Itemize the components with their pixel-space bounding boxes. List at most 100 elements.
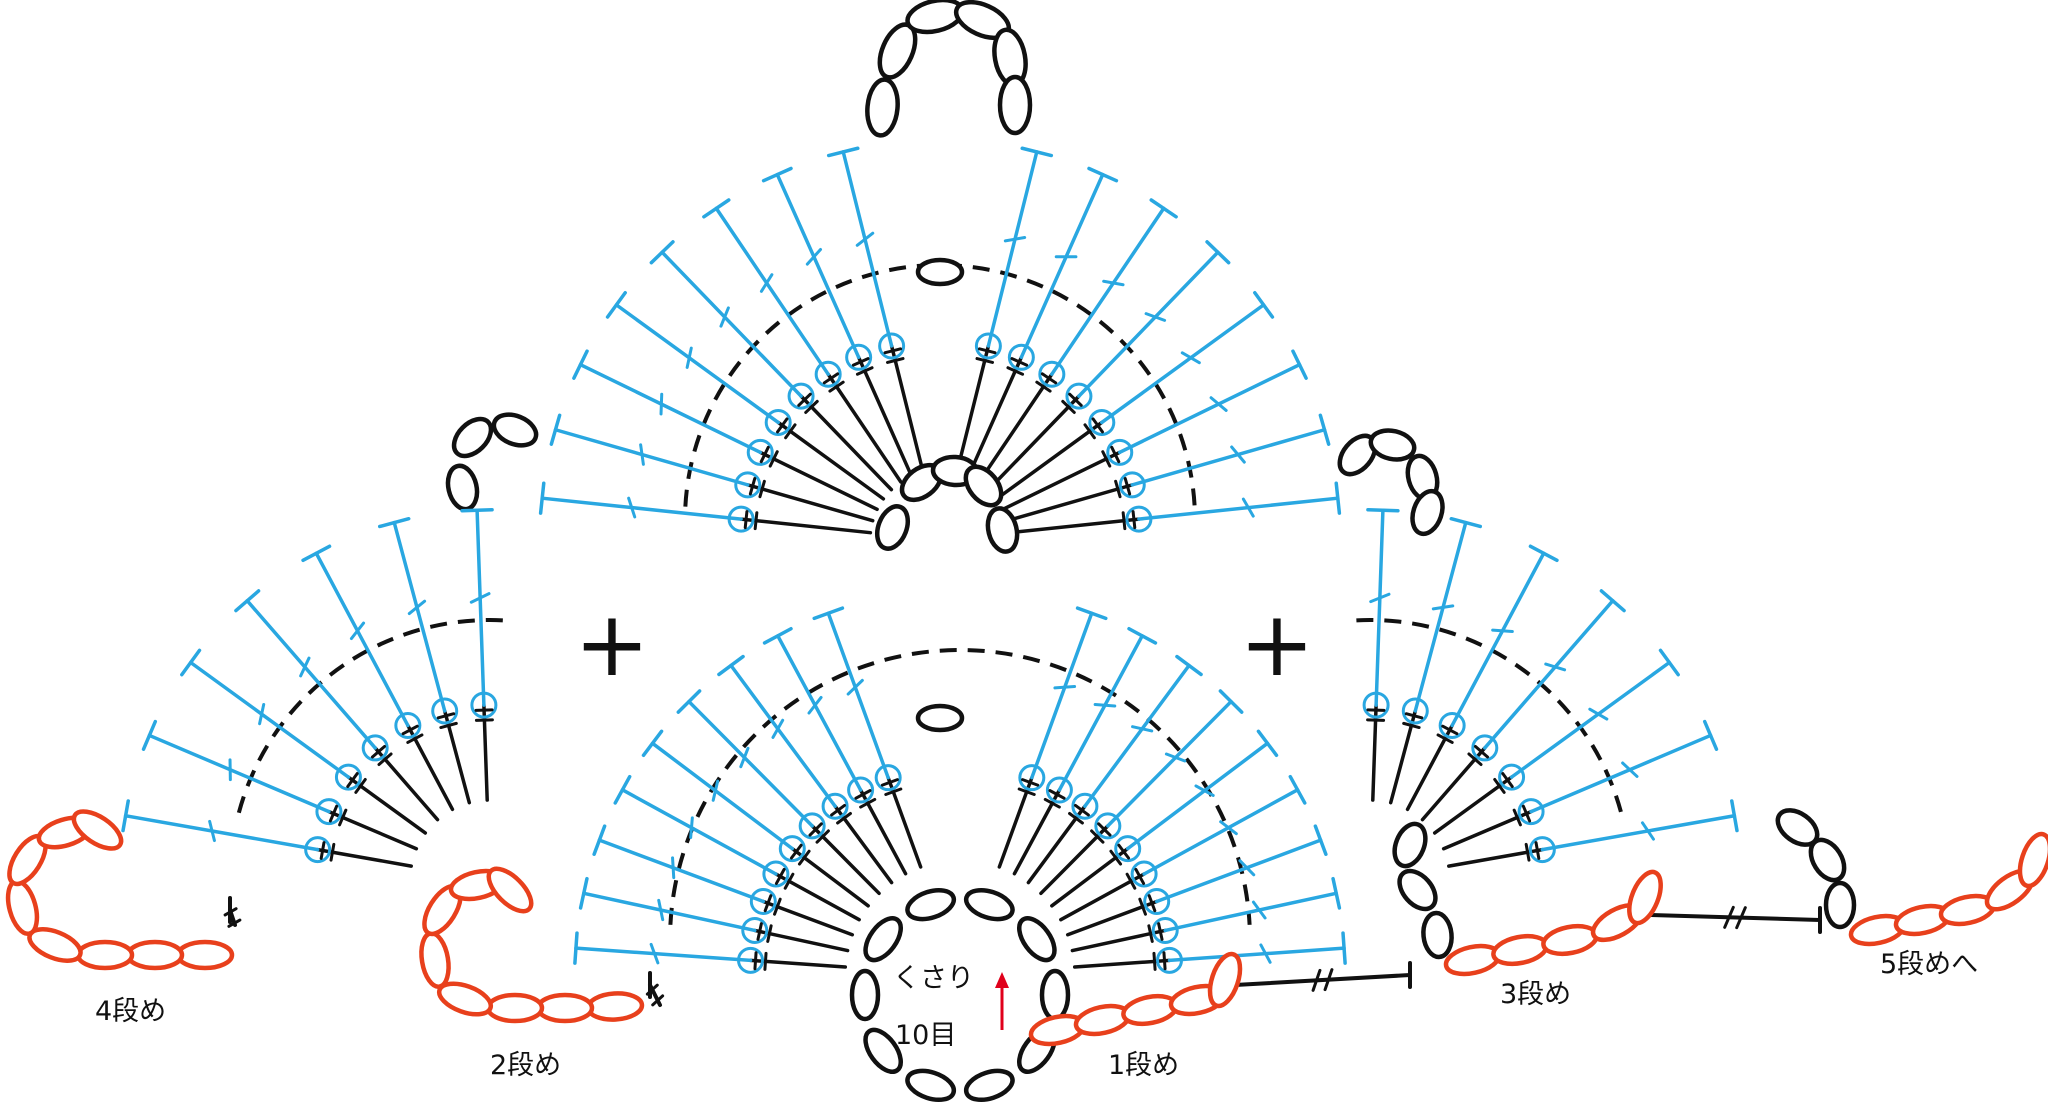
chain-stitch-398 xyxy=(1491,933,1549,967)
stitch-topbar-35 xyxy=(613,774,632,805)
stitch-slash-169 xyxy=(685,346,693,369)
stitch-tick-270 xyxy=(319,841,326,860)
stitch-line-181 xyxy=(714,206,830,376)
stitch-tick-242 xyxy=(1110,445,1121,464)
stitch-tick-248 xyxy=(1114,479,1122,499)
stitch-tick-24 xyxy=(766,924,773,943)
stitch-ring-335 xyxy=(1438,711,1466,739)
chain-stitch-377 xyxy=(1073,1003,1132,1037)
stitch-ring-310 xyxy=(470,691,498,719)
stitch-line-83 xyxy=(1057,634,1144,792)
stitch-tick-290 xyxy=(377,752,393,766)
stitch-topbar-326 xyxy=(1449,516,1483,529)
stitch-tick-151 xyxy=(743,510,749,530)
stitch-ring-107 xyxy=(1114,835,1142,863)
stitch-ring-177 xyxy=(787,382,815,410)
stitch-tick-343 xyxy=(1467,752,1483,766)
chain-stitch-375 xyxy=(1823,880,1857,930)
stitch-tick-67 xyxy=(854,789,872,800)
start-arrow xyxy=(995,972,1009,1030)
chain-stitch-144 xyxy=(985,506,1020,554)
stitch-ring-219 xyxy=(1038,360,1066,388)
stitch-ring-16 xyxy=(737,946,765,974)
chain-stitch-391 xyxy=(75,939,135,971)
stitch-topbar-28 xyxy=(592,824,607,856)
stitch-line-187 xyxy=(856,355,914,478)
stitch-tick-364 xyxy=(1524,842,1531,862)
stitch-line-300 xyxy=(392,520,447,713)
stitch-line-146 xyxy=(540,496,743,521)
chain-stitch-257 xyxy=(865,77,900,138)
stitch-tick-220 xyxy=(1035,380,1052,393)
plus-mark-left: + xyxy=(574,592,649,697)
stitch-topbar-112 xyxy=(1288,774,1307,805)
stitch-topbar-126 xyxy=(1331,876,1342,910)
stitch-line-223 xyxy=(1077,250,1220,398)
chain-stitch-406 xyxy=(2017,831,2048,889)
stitch-line-202 xyxy=(986,150,1039,348)
chain-stitch-401 xyxy=(1627,869,1663,926)
plus-mark-right: + xyxy=(1239,592,1314,697)
stitch-tick-95 xyxy=(1074,803,1090,817)
chain-stitch-389 xyxy=(175,939,235,971)
stitch-tick-157 xyxy=(758,479,766,499)
stitch-slash-127 xyxy=(1251,900,1267,920)
stitch-topbar-231 xyxy=(1253,291,1275,319)
stitch-tick-351 xyxy=(1501,772,1514,789)
stitch-ring-30 xyxy=(749,887,777,915)
stitch-line-132 xyxy=(1167,946,1346,963)
stitch-tick-337 xyxy=(1441,724,1459,736)
stitch-tick-214 xyxy=(1010,357,1029,367)
stitch-topbar-273 xyxy=(141,719,158,751)
stitch-tick-73 xyxy=(884,787,903,796)
stitch-slash-71 xyxy=(846,678,864,696)
stitch-tick-241 xyxy=(1101,450,1112,468)
stitch-tick-193 xyxy=(851,357,870,367)
stitch-slash-281 xyxy=(258,702,266,726)
link-tick-408 xyxy=(1311,968,1322,992)
stitch-tick-269 xyxy=(329,842,336,862)
stitch-line-265 xyxy=(123,814,320,852)
stitch-tick-80 xyxy=(1017,787,1036,796)
chain-stitch-367 xyxy=(1368,428,1417,462)
stitch-topbar-154 xyxy=(549,413,562,446)
stitch-ring-303 xyxy=(431,697,459,725)
stitch-tick-32 xyxy=(763,894,773,913)
stitch-slash-106 xyxy=(1194,784,1215,797)
stitch-tick-227 xyxy=(1061,399,1076,414)
stitch-ring-321 xyxy=(1362,691,1390,719)
stitch-tick-25 xyxy=(756,922,763,941)
stitch-topbar-280 xyxy=(180,648,202,677)
stitch-slash-341 xyxy=(1544,662,1567,672)
stitch-tick-172 xyxy=(776,417,789,434)
stitch-line-419 xyxy=(1648,913,1822,922)
stitch-tick-165 xyxy=(759,445,770,464)
stitch-slash-155 xyxy=(639,443,645,466)
stitch-topbar-168 xyxy=(605,291,627,319)
stitch-slash-29 xyxy=(671,856,676,880)
stitch-slash-288 xyxy=(299,656,311,678)
stitch-line-244 xyxy=(1130,427,1327,487)
stitch-slash-134 xyxy=(1259,943,1272,964)
chain-stitch-3 xyxy=(905,1068,957,1103)
stitch-line-69 xyxy=(826,611,890,780)
stitch-ring-268 xyxy=(304,836,332,864)
stitch-tick-164 xyxy=(768,450,779,468)
stitch-lines xyxy=(123,150,1822,1007)
stitch-slash-162 xyxy=(659,392,664,416)
stitch-topbar-301 xyxy=(377,516,411,529)
stitch-line-195 xyxy=(841,150,894,348)
stitch-ring-79 xyxy=(1018,764,1046,792)
stitch-tick-39 xyxy=(774,867,786,885)
stitch-line-360 xyxy=(1540,814,1737,852)
row-label-5: 5段めへ xyxy=(1880,949,1978,980)
stitch-slash-218 xyxy=(1102,279,1125,287)
stitch-line-353 xyxy=(1529,733,1713,814)
stitch-tick-87 xyxy=(1043,797,1061,809)
chain-stitch-372 xyxy=(1421,910,1454,960)
stitch-topbar-347 xyxy=(1658,648,1680,677)
stitch-slash-148 xyxy=(627,496,637,519)
stitch-topbar-98 xyxy=(1218,689,1244,714)
chain-stitch-11 xyxy=(915,703,965,733)
chain-stitch-0 xyxy=(1039,968,1071,1022)
